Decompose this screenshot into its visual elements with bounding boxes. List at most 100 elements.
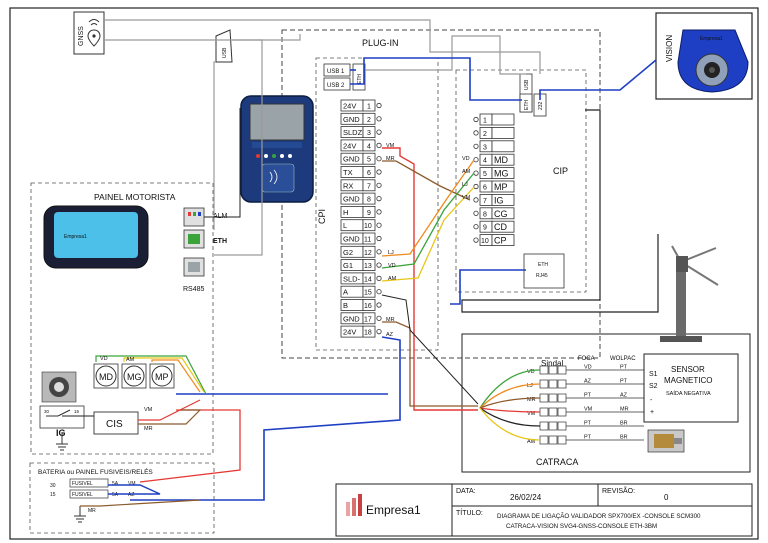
- eth-label: ETH: [213, 238, 227, 245]
- cip-terminal-num: 7: [483, 198, 487, 205]
- catraca-left-tag: AM: [527, 439, 536, 445]
- motor-mg: MG: [121, 363, 147, 389]
- cpi-terminal-num: 2: [367, 117, 371, 124]
- cip-terminal: 1: [473, 113, 515, 126]
- cpi-terminal-num: 14: [364, 276, 372, 283]
- cis-label: CIS: [106, 419, 123, 430]
- tb-data-value: 26/02/24: [510, 493, 542, 502]
- cpi-terminal-num: 6: [367, 170, 371, 177]
- cpi-terminal-num: 1: [367, 104, 371, 111]
- driver-panel-brand: Empresa1: [64, 234, 87, 240]
- sensor-label: SENSOR: [671, 365, 705, 374]
- catraca-wire: [479, 407, 541, 427]
- bat-ground-symbol: [74, 506, 86, 523]
- ig-switch: 30 15: [39, 405, 85, 429]
- usb-plug-label: USB: [222, 47, 228, 58]
- cpi-terminal-num: 13: [364, 263, 372, 270]
- cip-label: CIP: [553, 166, 568, 176]
- catraca-foca-tag: VM: [584, 407, 593, 413]
- minus-label: -: [650, 397, 653, 404]
- wire-path: [138, 409, 202, 425]
- catraca-left-tag: VD: [527, 369, 535, 375]
- wire-path: [151, 359, 201, 393]
- cpi-terminal-num: 4: [367, 143, 371, 150]
- cpi-terminal-label: GND: [343, 314, 360, 323]
- catraca-wire: [479, 407, 541, 413]
- cpi-terminal-num: 3: [367, 130, 371, 137]
- catraca-foca-tag: VD: [584, 365, 592, 371]
- ig-label: IG: [56, 428, 66, 438]
- wire-path: [539, 59, 657, 100]
- wire-tag: VM: [386, 143, 395, 149]
- cpi-terminal-num: 11: [364, 237, 371, 244]
- driver-panel-screen: Empresa1: [43, 205, 149, 269]
- rs485-connector: [183, 257, 205, 277]
- fuse2-amp: 5A: [112, 492, 119, 498]
- cpi-terminal-num: 15: [364, 290, 372, 297]
- cip-terminal-num: 9: [483, 225, 487, 232]
- usb-plug: USB: [215, 29, 233, 63]
- wire-path: [80, 499, 201, 507]
- cpi-label: CPI: [317, 209, 327, 224]
- wire-tag: LJ: [462, 182, 468, 188]
- wire-tag: AM: [126, 357, 135, 363]
- wire-tag: LJ: [388, 250, 394, 256]
- fuse2-label: FUSIVEL: [72, 492, 93, 498]
- cip-terminal-num: 4: [483, 158, 487, 165]
- gnss-module: GNSS: [73, 11, 105, 55]
- cip-usb-label: USB: [524, 79, 530, 90]
- rs485-label: RS485: [183, 286, 205, 293]
- catraca-wire: [479, 369, 541, 409]
- usb1-label: USB 1: [327, 69, 345, 75]
- mg-label: MG: [127, 372, 142, 382]
- cpi-terminal-label: GND: [343, 235, 360, 244]
- foca-label: FOCA: [578, 356, 595, 362]
- wire-path: [104, 19, 541, 74]
- cpi-terminal-label: H: [343, 208, 348, 217]
- wire-tag: AM: [462, 169, 471, 175]
- ig-15: 15: [74, 409, 80, 414]
- tb-titulo-label: TÍTULO:: [456, 508, 483, 517]
- title-block: DATA: 26/02/24 REVISÃO: 0 TÍTULO: DIAGRA…: [335, 483, 753, 537]
- catraca-wolpac-tag: BR: [620, 421, 628, 427]
- wire-path: [382, 160, 471, 201]
- wire-path: [382, 321, 478, 407]
- cpi-terminal-num: 9: [367, 210, 371, 217]
- wire-tag: AZ: [386, 332, 394, 338]
- cpi-terminal-num: 12: [364, 250, 372, 257]
- cip-enclosure: [455, 69, 587, 293]
- catraca-left-tag: MR: [527, 397, 536, 403]
- cip-terminal-num: 10: [481, 238, 489, 245]
- catraca-label: CATRACA: [536, 457, 578, 467]
- bat-15: 15: [50, 492, 56, 498]
- wire-path: [461, 109, 659, 313]
- plug-in-label: PLUG-IN: [362, 38, 399, 48]
- bat-mr: MR: [88, 508, 96, 514]
- wire-path: [350, 57, 522, 101]
- wire-path: [381, 159, 475, 257]
- cpi-terminal: GND 17: [340, 312, 382, 325]
- cpi-terminal-num: 18: [364, 330, 372, 337]
- usb2-label: USB 2: [327, 83, 345, 89]
- wolpac-label: WOLPAC: [610, 356, 636, 362]
- wire-tag: MR: [386, 317, 395, 323]
- cpi-terminal-num: 17: [364, 316, 372, 323]
- vision-camera: VISION Empresa1: [655, 12, 753, 100]
- company-name: Empresa1: [366, 503, 421, 517]
- outer-frame: [9, 7, 759, 540]
- wire-path: [365, 35, 526, 75]
- catraca-foca-tag: PT: [584, 393, 592, 399]
